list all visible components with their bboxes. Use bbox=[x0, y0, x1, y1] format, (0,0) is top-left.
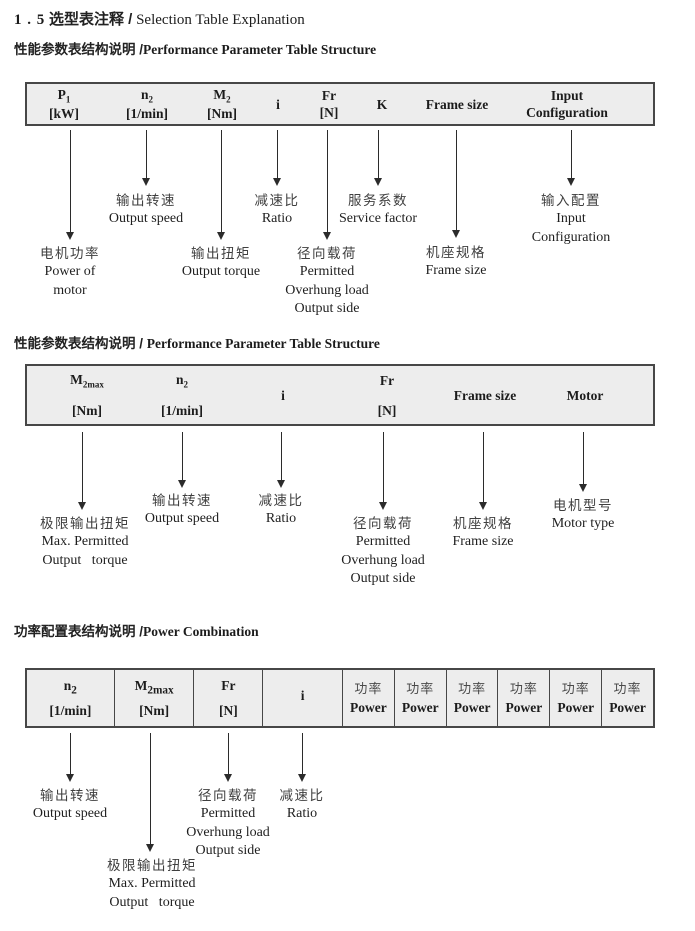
col-k: K bbox=[376, 96, 388, 112]
down-arrow bbox=[141, 130, 150, 186]
down-arrow bbox=[216, 130, 225, 240]
col-i: i bbox=[276, 96, 280, 112]
down-arrow bbox=[373, 130, 382, 186]
col-frame-size: Frame size bbox=[425, 96, 489, 112]
down-arrow bbox=[566, 130, 575, 186]
down-arrow bbox=[272, 130, 281, 186]
section2-heading: 性能参数表结构说明 / Performance Parameter Table … bbox=[14, 336, 380, 351]
down-arrow bbox=[297, 733, 306, 782]
down-arrow bbox=[77, 432, 86, 510]
col-p1: P1[kW] bbox=[49, 87, 79, 121]
col-i: i bbox=[263, 670, 343, 726]
section3-heading: 功率配置表结构说明 /Power Combination bbox=[14, 624, 259, 639]
col-frame-size: Frame size bbox=[453, 387, 517, 403]
col-m2max: M2max[Nm] bbox=[115, 670, 195, 726]
page-title-en: Selection Table Explanation bbox=[132, 12, 305, 28]
performance-table-1: P1[kW] n2[1/min] M2[Nm] i Fr[N] K Frame … bbox=[25, 82, 655, 126]
col-n2: n2[1/min] bbox=[27, 670, 115, 726]
col-fr: Fr[N] bbox=[319, 88, 339, 120]
page-title-zh: 选型表注释 / bbox=[49, 11, 133, 28]
col-m2max: M2max[Nm] bbox=[70, 371, 104, 419]
section-number: 1 . 5 bbox=[14, 12, 46, 28]
down-arrow bbox=[322, 130, 331, 240]
down-arrow bbox=[276, 432, 285, 488]
down-arrow bbox=[65, 130, 74, 240]
down-arrow bbox=[451, 130, 460, 238]
performance-table-2: M2max[Nm] n2[1/min] i Fr[N] Frame size M… bbox=[25, 364, 655, 426]
section1-heading: 性能参数表结构说明 /Performance Parameter Table S… bbox=[14, 42, 377, 57]
down-arrow bbox=[478, 432, 487, 510]
col-n2: n2[1/min] bbox=[161, 371, 203, 419]
col-fr: Fr[N] bbox=[194, 670, 264, 726]
col-fr: Fr[N] bbox=[377, 372, 397, 418]
col-i: i bbox=[281, 387, 285, 403]
down-arrow bbox=[145, 733, 154, 852]
down-arrow bbox=[65, 733, 74, 782]
col-m2: M2[Nm] bbox=[207, 87, 237, 121]
down-arrow bbox=[578, 432, 587, 492]
page-title: 1 . 5 选型表注释 / Selection Table Explanatio… bbox=[14, 8, 305, 29]
col-n2: n2[1/min] bbox=[126, 87, 168, 121]
down-arrow bbox=[177, 432, 186, 488]
col-motor: Motor bbox=[566, 387, 604, 403]
down-arrow bbox=[378, 432, 387, 510]
down-arrow bbox=[223, 733, 232, 782]
